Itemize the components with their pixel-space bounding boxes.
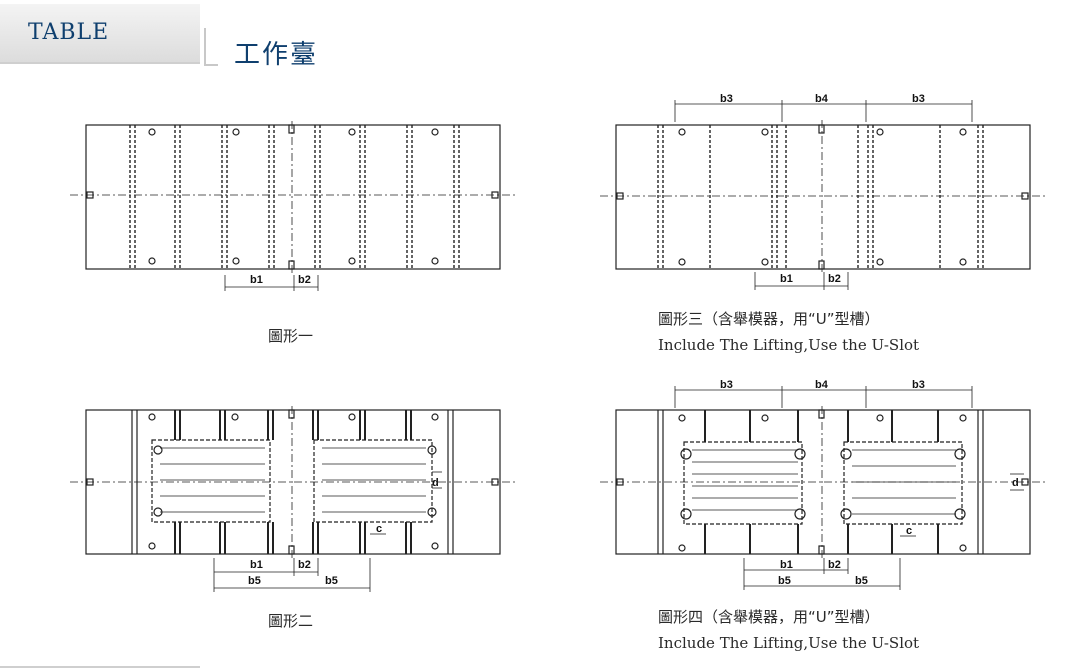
dim-label: d [1012,477,1019,489]
figure-3-diagram: b3 b4 b3 b1 b2 [600,93,1046,290]
dim-label: b4 [815,379,829,391]
dim-label: b2 [828,559,841,571]
dim-label: b5 [778,575,791,587]
dim-label: b2 [298,559,311,571]
figure-3-caption: 圖形三（含舉模器，用“U”型槽） [658,310,880,328]
dim-label: b3 [912,379,925,391]
dim-label: b1 [780,273,793,285]
figure-4-diagram: b3 b4 b3 b1 b2 b5 b5 c d [600,379,1046,590]
figure-2-caption: 圖形二 [268,612,314,630]
table-outline [615,409,1031,555]
dim-label: b5 [248,575,261,587]
dim-label: b2 [828,273,841,285]
figure-4-caption-en: Include The Lifting,Use the U-Slot [658,634,920,652]
dim-label: b1 [250,274,263,286]
header-tab-label: TABLE [28,20,110,45]
dim-label: b3 [912,93,925,105]
dim-label: b2 [298,274,311,286]
page-title: 工作臺 [234,40,319,70]
dim-label: d [432,477,439,489]
dim-label: b3 [720,93,733,105]
figure-4-caption: 圖形四（含舉模器，用“U”型槽） [658,608,880,626]
dim-label: c [376,523,382,535]
dim-label: b1 [250,559,263,571]
figure-1-diagram: b1 b2 [70,121,516,291]
table-outline [85,124,501,270]
dim-label: b4 [815,93,829,105]
dim-label: b5 [855,575,868,587]
dim-label: b1 [780,559,793,571]
figure-1-caption: 圖形一 [268,327,314,345]
header-tab: TABLE [0,4,200,64]
footer-line [0,666,200,668]
figure-2-diagram: b1 b2 b5 b5 c d [70,406,516,592]
dim-label: b5 [325,575,338,587]
header-divider [204,28,218,66]
figure-3-caption-en: Include The Lifting,Use the U-Slot [658,336,920,354]
dim-label: c [906,525,912,537]
dim-label: b3 [720,379,733,391]
table-outline [615,124,1031,270]
